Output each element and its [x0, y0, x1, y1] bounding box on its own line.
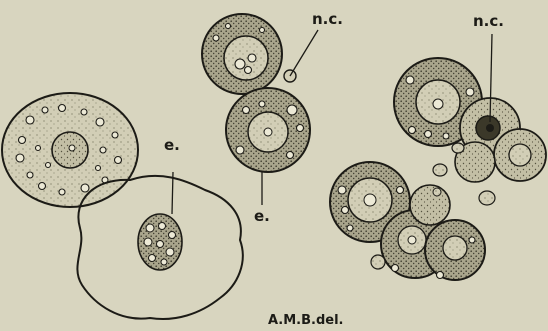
top-cell-pair: [202, 14, 318, 205]
label-nc-right: n.c.: [473, 12, 504, 30]
artist-signature: A.M.B.del.: [268, 313, 343, 328]
right-cell-cluster: [394, 34, 546, 205]
label-e-center: e.: [254, 207, 270, 225]
label-e-left: e.: [164, 136, 180, 154]
lower-cell-cluster: [330, 162, 485, 280]
wavy-cell-nucleus: [138, 214, 182, 270]
label-nc-left: n.c.: [312, 10, 343, 28]
large-oval-nucleus: [52, 132, 88, 168]
large-oval-cell: [2, 93, 138, 207]
